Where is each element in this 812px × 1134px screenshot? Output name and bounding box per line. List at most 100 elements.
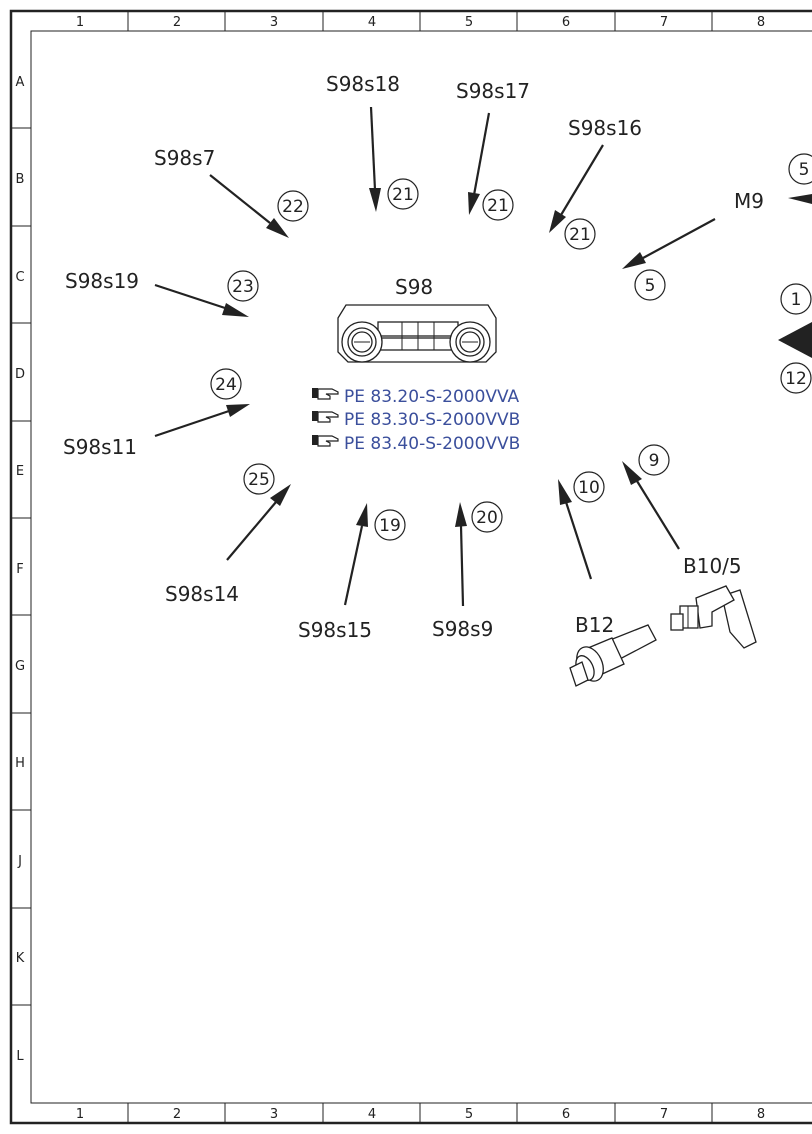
callout-circle [243,463,275,495]
row-label-b: B [16,172,25,187]
col-label-2-bottom: 2 [173,1107,181,1122]
reference-link-2[interactable]: PE 83.30-S-2000VVB [344,410,520,430]
arrow-head [356,503,368,527]
label-m9: M9 [734,189,764,213]
arrow-head [468,192,480,215]
col-label-4-bottom: 4 [368,1107,376,1122]
inner-border [30,30,812,1104]
callout-24: 24 [215,375,237,395]
col-label-2: 2 [173,15,181,30]
component-label-s98: S98 [395,275,433,299]
callout-circle [471,501,503,533]
callout-21-a: 21 [392,185,414,205]
callout-9: 9 [649,451,660,471]
callout-circle [277,190,309,222]
leader-arrows [154,106,812,607]
row-label-k: K [16,951,25,966]
callout-circle [564,218,596,250]
arrow-head [622,252,646,269]
col-label-7-bottom: 7 [660,1107,668,1122]
reference-link-3[interactable]: PE 83.40-S-2000VVB [344,434,520,454]
pointing-hand-icon [312,411,339,423]
callout-circle [387,178,419,210]
callout-edge-mid: 1 [791,290,802,310]
arrow-b10-5 [636,480,680,550]
arrow-s98s17 [472,112,491,196]
callout-circle [780,362,812,394]
label-s98s15: S98s15 [298,618,372,642]
arrow-head [270,484,291,506]
arrow-head [558,479,572,505]
row-ruler [11,127,31,1006]
arrow-s98s15 [343,525,364,606]
col-label-5-bottom: 5 [465,1107,473,1122]
callout-10: 10 [578,478,600,498]
arrow-head [226,404,250,417]
row-label-d: D [15,367,25,382]
arrow-s98s16 [560,144,604,216]
arrow-s98s14 [226,501,277,561]
label-s98s11: S98s11 [63,435,137,459]
arrow-head [549,210,566,233]
col-label-3-bottom: 3 [270,1107,278,1122]
col-label-6: 6 [562,15,570,30]
label-s98s16: S98s16 [568,116,642,140]
arrow-head [266,218,289,238]
callout-21-b: 21 [487,196,509,216]
col-label-1: 1 [76,15,84,30]
arrow-s98s19 [154,283,229,311]
arrow-s98s9 [459,525,465,607]
callout-circle [482,189,514,221]
label-s98s7: S98s7 [154,146,215,170]
pointing-hand-icon [312,435,339,447]
row-label-c: C [15,270,24,285]
callout-circle [638,444,670,476]
callout-19: 19 [379,516,401,536]
label-s98s18: S98s18 [326,72,400,96]
label-s98s17: S98s17 [456,79,530,103]
callout-5: 5 [645,276,656,296]
pointing-hand-icon [312,388,339,400]
callout-22: 22 [282,197,304,217]
col-label-8: 8 [757,15,765,30]
arrow-head [222,303,249,317]
col-label-7: 7 [660,15,668,30]
callout-circle [374,509,406,541]
row-label-h: H [15,756,25,771]
callout-21-c: 21 [569,225,591,245]
arrow-m9 [642,218,716,259]
col-label-3: 3 [270,15,278,30]
arrow-head [622,461,642,485]
label-s98s9: S98s9 [432,617,493,641]
arrow-head [455,502,467,527]
callout-circle [210,368,242,400]
callout-circles [210,153,812,541]
row-label-j: J [17,854,22,869]
arrow-head [369,188,381,212]
arrow-s98s11 [154,409,230,438]
row-label-g: G [15,659,25,674]
col-label-5: 5 [465,15,473,30]
callout-25: 25 [248,470,270,490]
col-label-1-bottom: 1 [76,1107,84,1122]
column-ruler [127,11,713,1123]
label-s98s19: S98s19 [65,269,139,293]
label-s98s14: S98s14 [165,582,239,606]
col-label-8-bottom: 8 [757,1107,765,1122]
outer-border [9,9,812,1125]
row-label-l: L [16,1049,24,1064]
col-label-4: 4 [368,15,376,30]
reference-link-1[interactable]: PE 83.20-S-2000VVA [344,387,520,407]
row-label-f: F [16,562,23,577]
callout-circle [227,270,259,302]
arrow-s98s7 [209,174,271,224]
col-label-6-bottom: 6 [562,1107,570,1122]
arrow-b12 [564,501,593,580]
callout-circle [780,283,812,315]
row-label-e: E [16,464,24,479]
arrow-head-edge-top [788,194,812,204]
b12-sensor-drawing [569,624,657,687]
callout-circle [634,269,666,301]
arrow-s98s18 [369,106,377,191]
